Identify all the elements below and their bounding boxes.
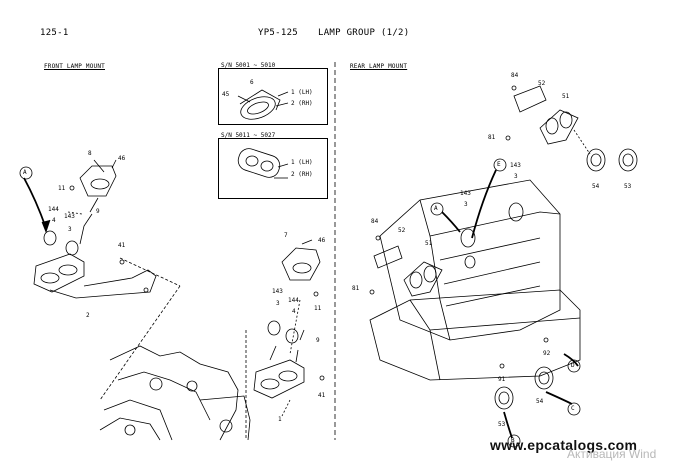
part-callout: 81 <box>488 134 496 141</box>
front-lamp-frame <box>33 213 157 299</box>
part-callout: 3 <box>276 300 280 307</box>
counterweight-body <box>369 179 581 381</box>
part-callout: 9 <box>316 337 320 344</box>
part-callout: 9 <box>96 208 100 215</box>
part-callout: 54 <box>536 398 544 405</box>
part-callout: 84 <box>511 72 519 79</box>
part-callout: 144 <box>48 206 59 213</box>
part-callout: 53 <box>624 183 632 190</box>
part-callout: 52 <box>538 80 546 87</box>
front-lamp-housing-2 <box>281 239 321 297</box>
ref-circle-c: C <box>571 405 575 412</box>
part-callout: 51 <box>425 240 433 247</box>
part-callout: 144 <box>288 297 299 304</box>
part-callout: 46 <box>318 237 326 244</box>
part-callout: 3 <box>514 173 518 180</box>
part-callout: 2 <box>86 312 90 319</box>
part-callout: 8 <box>88 150 92 157</box>
page-title: LAMP GROUP (1/2) <box>318 28 410 38</box>
part-callout: 6 <box>250 79 254 86</box>
part-callout: 143 <box>510 162 521 169</box>
part-label-lh: 1 (LH) <box>291 89 313 96</box>
part-callout: 84 <box>371 218 379 225</box>
rear-lamp-mount-title: REAR LAMP MOUNT <box>350 63 408 70</box>
part-callout: 11 <box>314 305 322 312</box>
part-callout: 1 <box>278 416 282 423</box>
part-callout: 7 <box>284 232 288 239</box>
part-callout: 4 <box>292 308 296 315</box>
part-callout: 143 <box>64 213 75 220</box>
ref-circle-b: B <box>511 437 515 444</box>
part-callout: 46 <box>118 155 126 162</box>
ref-circle-a: A <box>434 205 438 212</box>
part-label-lh: 1 (LH) <box>291 159 313 166</box>
front-lamp-mount-title: FRONT LAMP MOUNT <box>44 63 105 70</box>
machine-frame <box>99 345 251 441</box>
serial-label: S/N 5011 ~ 5027 <box>221 132 276 139</box>
part-label-rh: 2 (RH) <box>291 171 313 178</box>
rear-lamp-lower <box>369 235 554 410</box>
part-callout: 45 <box>222 91 230 98</box>
part-callout: 41 <box>318 392 326 399</box>
part-callout: 11 <box>58 185 66 192</box>
ref-circle-a: A <box>23 169 27 176</box>
part-callout: 91 <box>498 376 506 383</box>
page-number: 125-1 <box>40 28 69 38</box>
front-lamp-housing <box>69 159 117 213</box>
serial-box-5011-5027: S/N 5011 ~ 5027 1 (LH) 2 (RH) <box>218 132 328 199</box>
part-callout: 52 <box>398 227 406 234</box>
part-callout: 3 <box>68 226 72 233</box>
lamp-assembly-5011 <box>237 148 289 179</box>
ref-circle-d: D <box>571 362 575 369</box>
part-callout: 143 <box>272 288 283 295</box>
serial-box-5001-5010: S/N 5001 ~ 5010 1 (LH) 2 (RH) 6 45 <box>218 62 328 125</box>
part-callout: 4 <box>52 217 56 224</box>
part-label-rh: 2 (RH) <box>291 100 313 107</box>
part-callout: 143 <box>460 190 471 197</box>
part-callout: 92 <box>543 350 551 357</box>
front-lamp-frame-2 <box>253 320 325 399</box>
part-callout: 81 <box>352 285 360 292</box>
part-callout: 3 <box>464 201 468 208</box>
lamp-assembly-5001 <box>237 89 289 120</box>
model-code: YP5-125 <box>258 28 299 38</box>
part-callout: 41 <box>118 242 126 249</box>
serial-label: S/N 5001 ~ 5010 <box>221 62 276 69</box>
ref-circle-e: E <box>497 161 501 168</box>
part-callout: 54 <box>592 183 600 190</box>
watermark-site: www.epcatalogs.com <box>490 437 638 453</box>
part-callout: 51 <box>562 93 570 100</box>
rear-lamp-upper <box>505 85 638 172</box>
watermark-activation: Активация Wind <box>567 447 657 461</box>
part-callout: 53 <box>498 421 506 428</box>
